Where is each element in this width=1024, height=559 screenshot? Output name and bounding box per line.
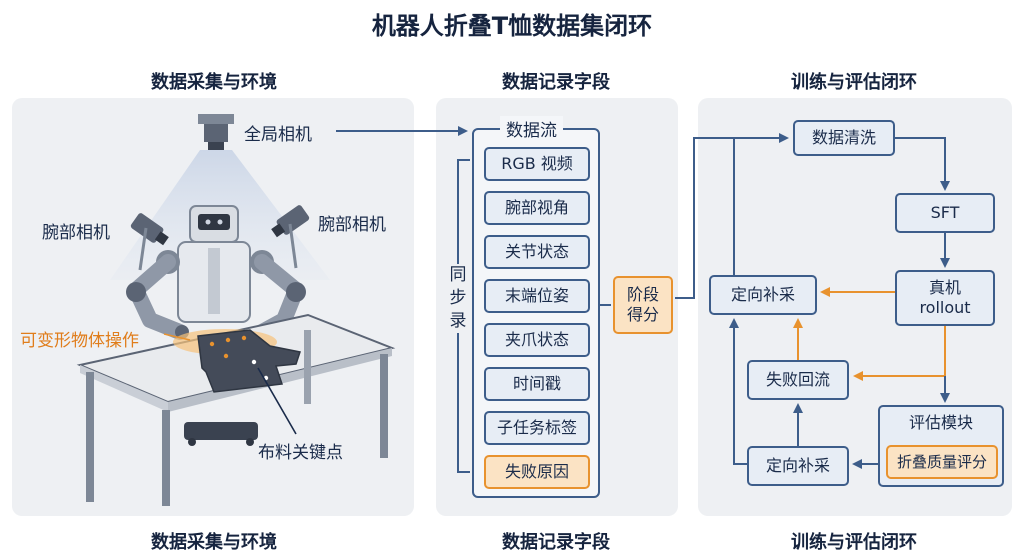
wrist-camera-right-label: 腕部相机 bbox=[318, 215, 386, 235]
section-footer-record: 数据记录字段 bbox=[502, 532, 610, 553]
arrow-stage-to-cleaning bbox=[675, 133, 789, 299]
targeted-collection-bottom-node: 定向补采 bbox=[747, 446, 849, 486]
failure-backflow-node: 失败回流 bbox=[747, 360, 849, 400]
section-footer-loop: 训练与评估闭环 bbox=[791, 532, 917, 553]
cloth-keypoints-label: 布料关键点 bbox=[258, 443, 343, 463]
section-title-record: 数据记录字段 bbox=[502, 72, 610, 93]
arrow-cleaning-to-sft bbox=[895, 137, 950, 191]
section-title-collection: 数据采集与环境 bbox=[151, 72, 277, 93]
tshirt-cloth-icon bbox=[173, 329, 301, 393]
data-cleaning-node: 数据清洗 bbox=[793, 120, 895, 156]
rollout-line2: rollout bbox=[919, 298, 971, 317]
arrow-targeted-bottom-to-top bbox=[729, 318, 747, 465]
rollout-line1: 真机 bbox=[928, 278, 961, 297]
evaluation-module-title: 评估模块 bbox=[908, 413, 973, 432]
real-robot-rollout-node: 真机 rollout bbox=[895, 270, 995, 326]
wrist-camera-right-icon bbox=[271, 205, 310, 238]
field-wrist-view: 腕部视角 bbox=[484, 191, 590, 225]
arrow-rollout-to-failure bbox=[853, 326, 946, 381]
stage-score-node: 阶段得分 bbox=[613, 276, 673, 334]
sft-node: SFT bbox=[895, 193, 995, 233]
targeted-collection-top-node: 定向补采 bbox=[709, 275, 817, 315]
field-joint-state: 关节状态 bbox=[484, 235, 590, 269]
global-camera-icon bbox=[198, 114, 234, 150]
field-gripper-state: 夹爪状态 bbox=[484, 323, 590, 357]
deformable-manipulation-label: 可变形物体操作 bbox=[20, 331, 139, 351]
section-title-loop: 训练与评估闭环 bbox=[791, 72, 917, 93]
wrist-camera-left-icon bbox=[130, 213, 169, 246]
sync-record-label: 同步录 bbox=[448, 264, 468, 333]
data-stream-title: 数据流 bbox=[500, 116, 563, 141]
field-timestamp: 时间戳 bbox=[484, 367, 590, 401]
diagram-title: 机器人折叠T恤数据集闭环 bbox=[371, 12, 653, 40]
field-ee-pose: 末端位姿 bbox=[484, 279, 590, 313]
global-camera-label: 全局相机 bbox=[244, 125, 312, 145]
fold-quality-score-node: 折叠质量评分 bbox=[886, 445, 998, 479]
field-subtask-label: 子任务标签 bbox=[484, 411, 590, 445]
section-footer-collection: 数据采集与环境 bbox=[151, 532, 277, 553]
field-rgb-video: RGB 视频 bbox=[484, 147, 590, 181]
wrist-camera-left-label: 腕部相机 bbox=[42, 223, 110, 243]
field-failure-reason: 失败原因 bbox=[484, 455, 590, 489]
